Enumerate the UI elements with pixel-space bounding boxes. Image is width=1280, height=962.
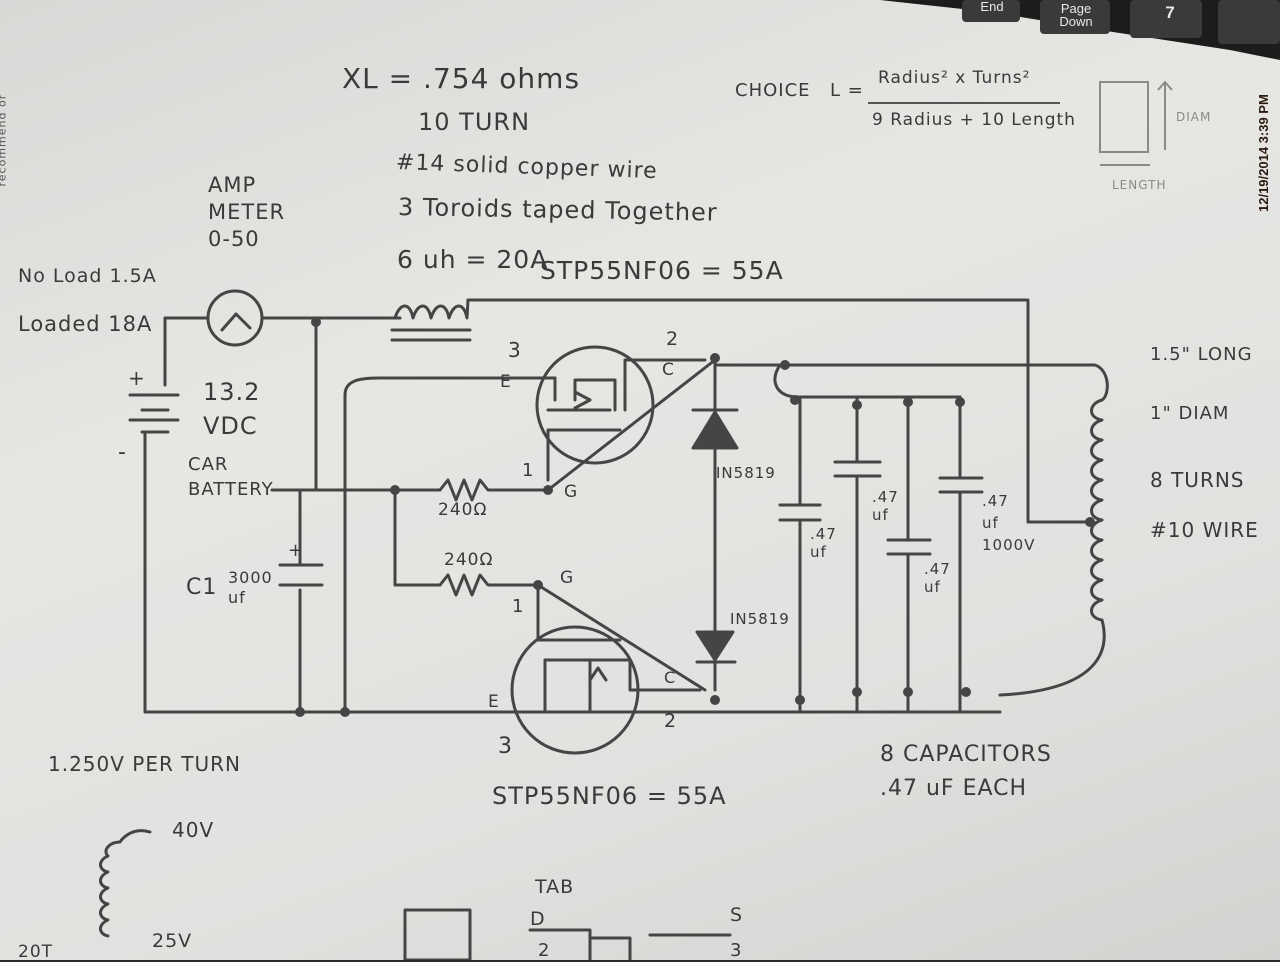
q-top-e: E: [500, 372, 512, 392]
label-diode-top: IN5819: [716, 464, 776, 482]
q-bot-pin2: 2: [664, 710, 678, 732]
q-bot-e: E: [488, 692, 500, 712]
label-c1: C1: [186, 575, 218, 600]
label-pin-d: D: [530, 908, 546, 930]
label-no-load: No Load 1.5A: [18, 265, 157, 287]
amp-meter-symbol: [206, 289, 264, 347]
label-length: LENGTH: [1112, 178, 1167, 192]
note-choice: CHOICE: [735, 80, 811, 101]
q-bot-g: G: [560, 568, 575, 588]
note-inductance: 6 uh = 20A: [397, 245, 549, 274]
label-cap2: .47 uf: [872, 488, 899, 524]
q-top-c: C: [662, 360, 675, 380]
label-loaded: Loaded 18A: [18, 312, 153, 336]
label-20t: 20T: [18, 942, 54, 962]
label-diode-bottom: IN5819: [730, 610, 790, 628]
formula-l: L =: [830, 80, 864, 101]
label-r1: 240Ω: [438, 500, 488, 520]
q-bot-c: C: [664, 668, 677, 687]
note-per-turn: 1.250V PER TURN: [48, 752, 241, 776]
formula-numerator: Radius² x Turns²: [878, 68, 1031, 88]
label-capacitors: 8 CAPACITORS .47 uF EACH: [880, 742, 1052, 801]
q-top-g: G: [564, 482, 579, 502]
key-page-down: [1040, 0, 1110, 34]
label-tab: TAB: [535, 876, 575, 898]
q-top-pin3: 3: [508, 338, 522, 362]
battery-plus: +: [128, 366, 146, 390]
coil-turns: 8 TURNS: [1150, 468, 1245, 492]
coil-length: 1.5" LONG: [1150, 344, 1253, 365]
mosfet-top-symbol: [535, 345, 655, 465]
q-top-pin1: 1: [522, 460, 535, 481]
note-mosfet-bottom: STP55NF06 = 55A: [492, 782, 727, 810]
label-pin-s: S: [730, 904, 744, 926]
label-c1-value: 3000 uf: [228, 568, 273, 607]
battery-minus: -: [118, 440, 127, 465]
formula-denominator: 9 Radius + 10 Length: [872, 110, 1076, 130]
key-page-down-label: Page Down: [1059, 1, 1093, 29]
label-pin-3: 3: [730, 940, 743, 961]
margin-text: recommend or: [0, 93, 9, 187]
c1-plus: +: [288, 540, 305, 561]
q-bot-pin1: 1: [512, 596, 525, 617]
key-8: [1218, 0, 1280, 44]
key-7-label: 7: [1165, 3, 1175, 22]
label-cap4: .47 uf 1000V: [982, 492, 1036, 554]
q-top-pin2: 2: [666, 328, 680, 350]
label-cap1: .47 uf: [810, 525, 837, 561]
coil-wire: #10 WIRE: [1150, 518, 1259, 542]
label-car-battery: CAR BATTERY: [188, 454, 274, 500]
label-amp-meter: AMP METER 0-50: [208, 173, 286, 251]
note-mosfet-top: STP55NF06 = 55A: [540, 256, 784, 285]
key-7: [1130, 0, 1202, 38]
tap-25v: 25V: [152, 930, 193, 952]
label-voltage: 13.2 VDC: [203, 378, 261, 440]
tap-40v: 40V: [172, 818, 215, 842]
note-toroids: 3 Toroids taped Together: [397, 193, 718, 227]
label-r2: 240Ω: [444, 550, 494, 570]
key-end: [962, 0, 1020, 22]
note-xl: XL = .754 ohms: [342, 62, 581, 95]
label-cap3: .47 uf: [924, 560, 951, 596]
label-diam: DIAM: [1176, 110, 1212, 124]
label-pin-2: 2: [538, 940, 551, 961]
mosfet-bottom-symbol: [510, 625, 640, 755]
keyboard-strip: [880, 0, 1280, 60]
key-end-label: End: [980, 0, 1004, 14]
note-turns: 10 TURN: [418, 108, 531, 136]
q-bot-pin3: 3: [498, 734, 513, 759]
coil-diam: 1" DIAM: [1150, 403, 1230, 424]
